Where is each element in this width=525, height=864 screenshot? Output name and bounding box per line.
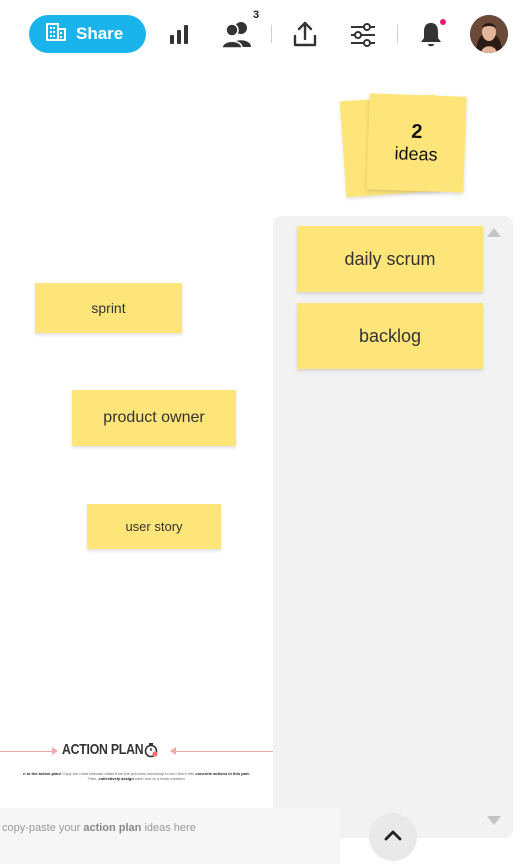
divider-line bbox=[0, 751, 52, 752]
sticky-note-front: 2 ideas bbox=[366, 93, 467, 193]
sticky-text: daily scrum bbox=[344, 248, 436, 269]
sticky-note[interactable]: sprint bbox=[35, 283, 182, 333]
panel-sticky-note[interactable]: backlog bbox=[297, 303, 483, 369]
settings-sliders-icon[interactable] bbox=[349, 22, 377, 48]
sticky-text: backlog bbox=[358, 325, 422, 346]
stopwatch-icon bbox=[143, 742, 159, 758]
scroll-down-arrow-icon[interactable] bbox=[487, 816, 501, 825]
toolbar-divider bbox=[271, 25, 272, 43]
ideas-count: 2 bbox=[410, 120, 423, 144]
share-button[interactable]: Share bbox=[29, 15, 146, 53]
sticky-note[interactable]: product owner bbox=[72, 390, 236, 446]
divider-line bbox=[176, 751, 273, 752]
ideas-label: ideas bbox=[394, 143, 438, 165]
arrow-right-icon bbox=[52, 747, 58, 755]
participants-icon[interactable] bbox=[221, 20, 253, 48]
action-plan-input[interactable]: copy-paste your action plan ideas here bbox=[0, 808, 340, 864]
sticky-text: user story bbox=[125, 519, 183, 534]
panel-sticky-note[interactable]: daily scrum bbox=[297, 226, 483, 292]
chevron-up-icon bbox=[384, 828, 402, 846]
action-plan-title: ACTION PLAN bbox=[62, 741, 144, 758]
share-label: Share bbox=[76, 24, 124, 43]
toolbar-divider bbox=[397, 25, 398, 43]
sticky-text: product owner bbox=[103, 409, 205, 426]
scroll-up-arrow-icon[interactable] bbox=[487, 228, 501, 237]
notification-dot bbox=[440, 19, 446, 25]
export-icon[interactable] bbox=[292, 20, 318, 48]
sticky-note[interactable]: user story bbox=[87, 504, 221, 549]
results-chart-icon[interactable] bbox=[168, 22, 190, 46]
sticky-text: sprint bbox=[91, 300, 126, 316]
bell-icon[interactable] bbox=[418, 20, 444, 48]
action-plan-description: n to the action plan! Copy the most rele… bbox=[23, 771, 250, 781]
collapse-panel-button[interactable] bbox=[369, 813, 417, 861]
building-icon bbox=[46, 22, 66, 46]
participants-count: 3 bbox=[253, 9, 260, 21]
top-toolbar: Share 3 bbox=[0, 0, 525, 70]
user-avatar[interactable] bbox=[470, 15, 508, 53]
ideas-stack[interactable]: 2 ideas bbox=[339, 90, 470, 200]
